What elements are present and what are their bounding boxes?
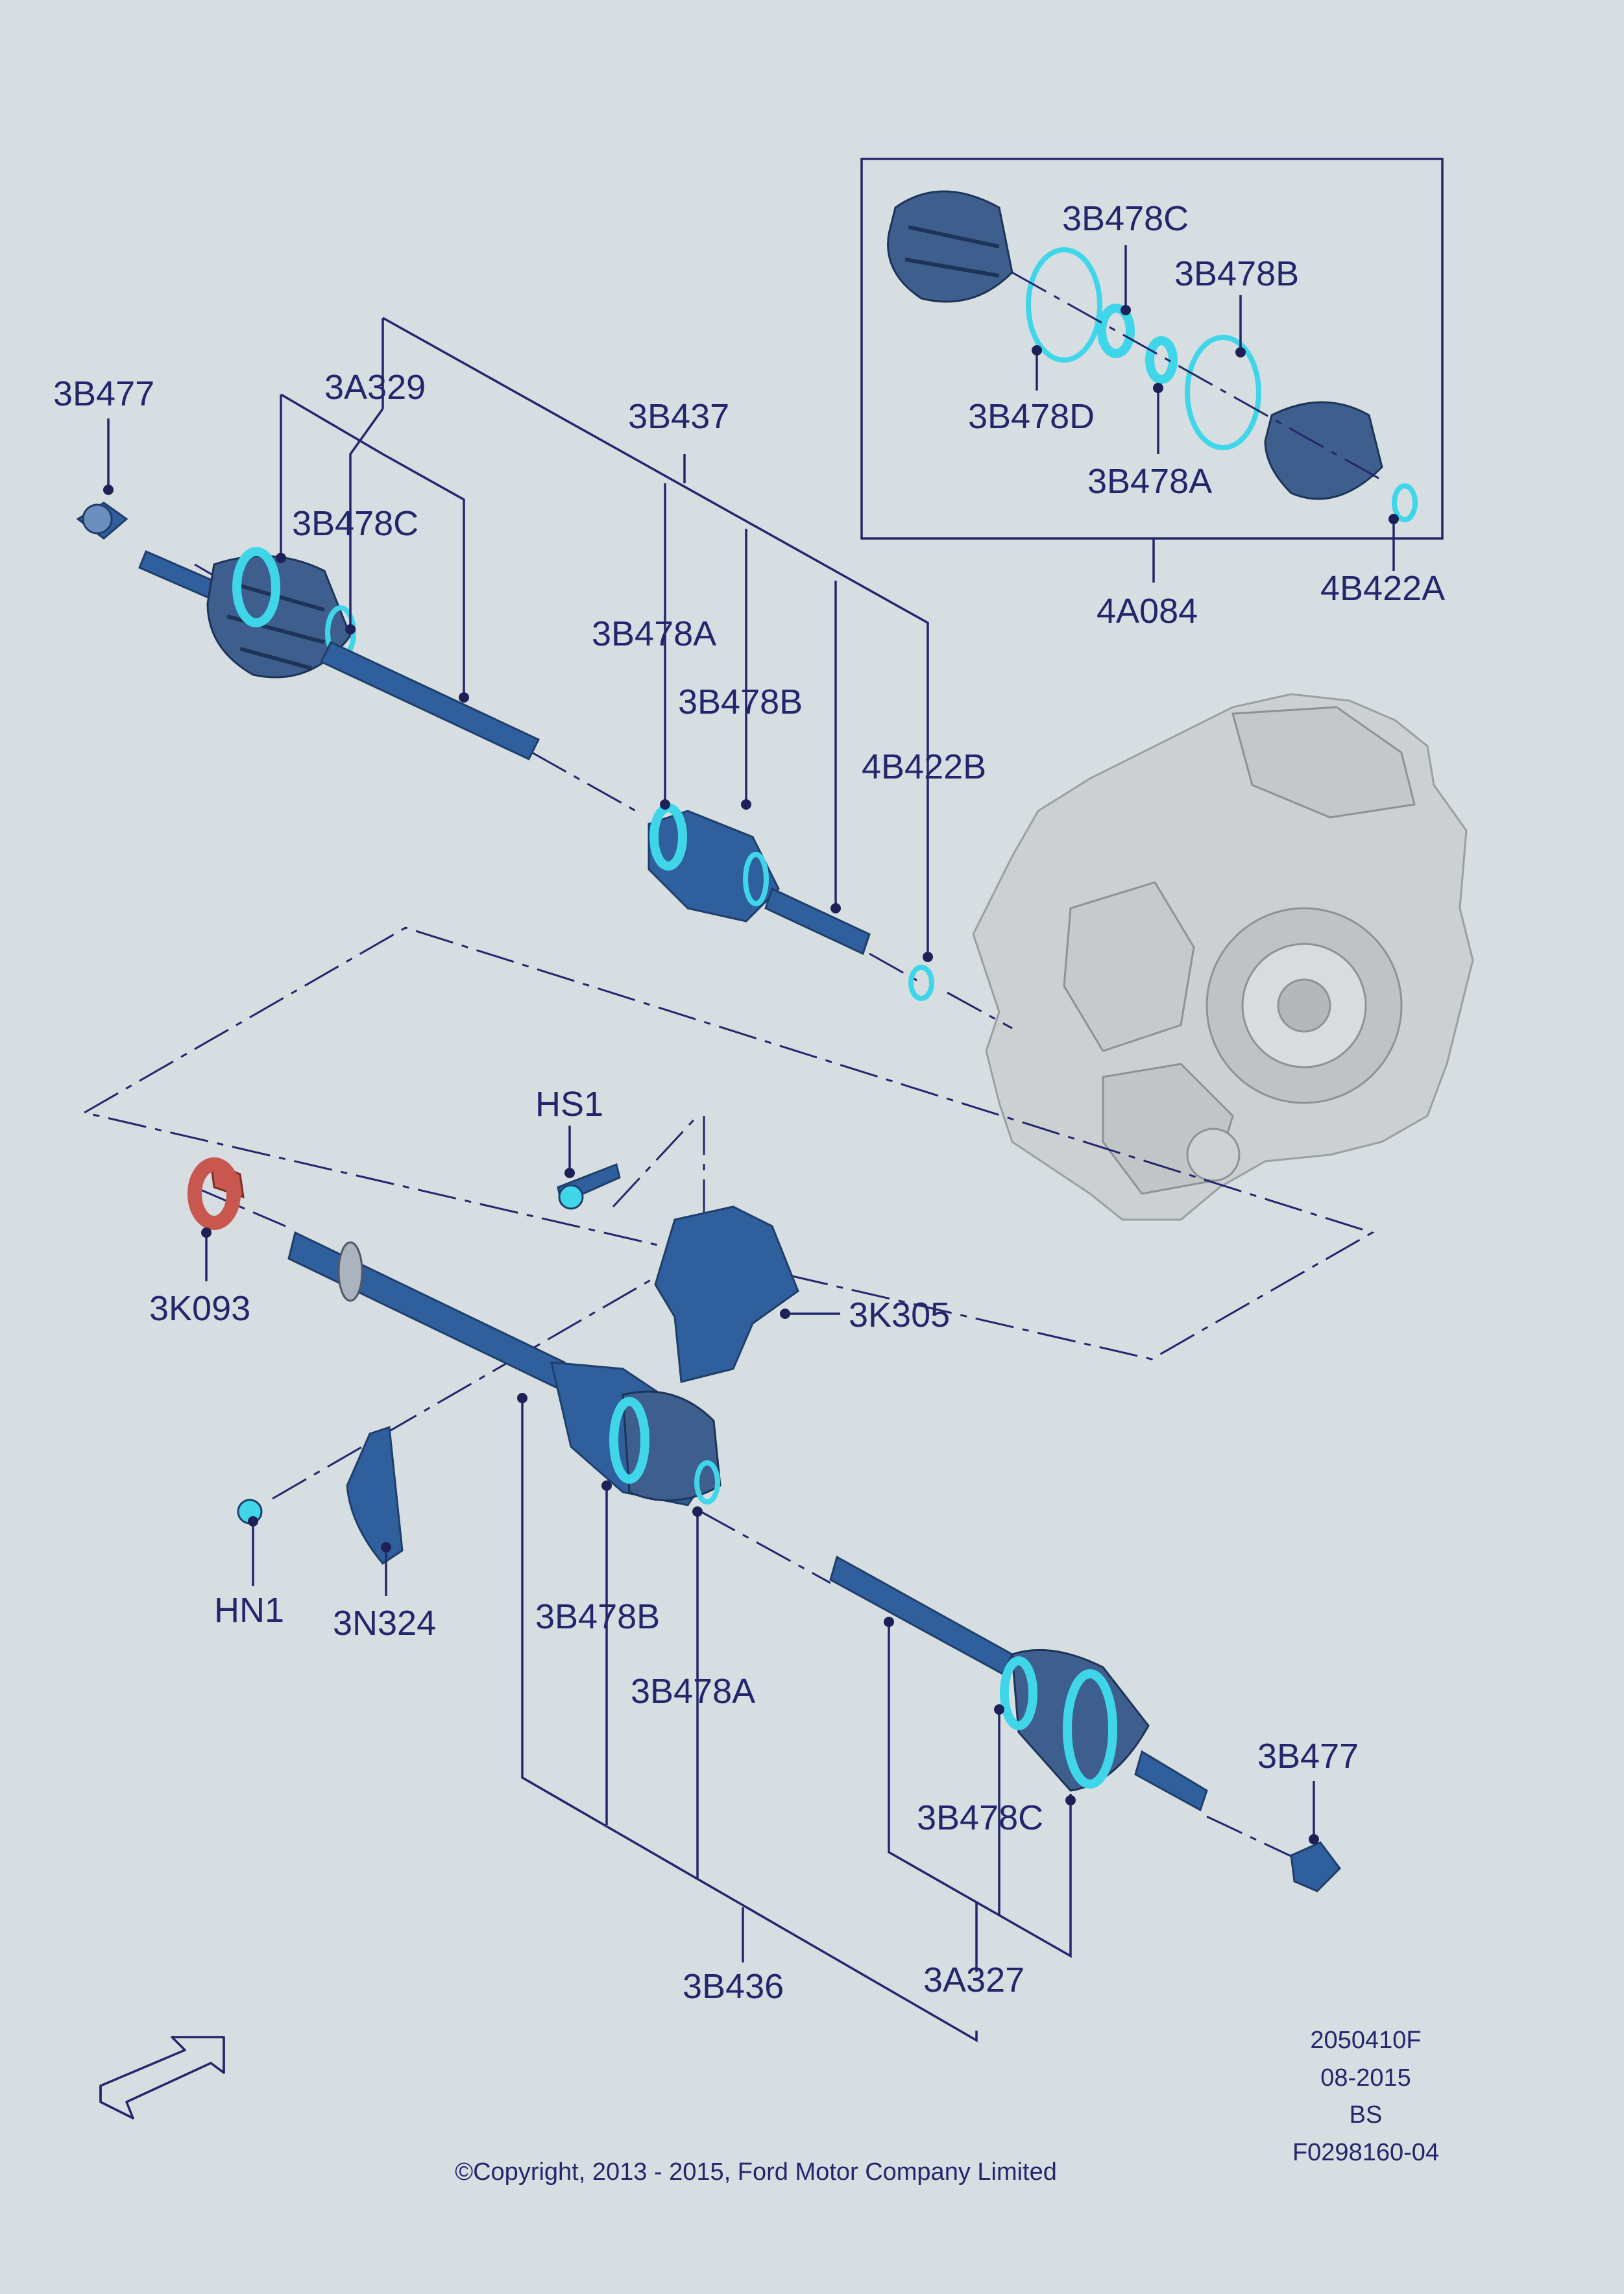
part-number-labels: 3B477 3A329 3B437 3B478C 3B478A 3B478B 4… bbox=[53, 199, 1445, 2006]
meta-code: 2050410F bbox=[1310, 2027, 1421, 2054]
label-3B437: 3B437 bbox=[628, 397, 729, 436]
boot-kit-inset bbox=[860, 158, 1444, 540]
direction-arrow-icon bbox=[99, 2036, 225, 2119]
transmission-housing bbox=[972, 693, 1474, 1221]
label-3A329: 3A329 bbox=[324, 368, 426, 407]
label-4B422A: 4B422A bbox=[1320, 569, 1445, 608]
label-4B422B: 4B422B bbox=[862, 747, 986, 786]
label-3B478B-lower: 3B478B bbox=[535, 1597, 660, 1636]
meta-date: 08-2015 bbox=[1320, 2064, 1411, 2092]
label-3B478C-inset: 3B478C bbox=[1062, 199, 1189, 238]
circlip-4B422B bbox=[908, 965, 934, 1001]
label-3K093: 3K093 bbox=[149, 1289, 250, 1328]
upper-driveshaft bbox=[76, 501, 934, 1001]
lower-driveshaft bbox=[188, 1157, 1341, 1892]
callout-lines bbox=[103, 245, 1399, 2043]
label-3B436: 3B436 bbox=[683, 1967, 784, 2006]
label-3B478A-inset: 3B478A bbox=[1087, 462, 1212, 501]
meta-figure: F0298160-04 bbox=[1292, 2139, 1439, 2166]
label-HN1: HN1 bbox=[214, 1591, 284, 1630]
label-3B478A-upper: 3B478A bbox=[592, 614, 716, 653]
meta-region: BS bbox=[1350, 2101, 1383, 2129]
label-3A327: 3A327 bbox=[923, 1961, 1024, 1999]
label-4A084: 4A084 bbox=[1097, 592, 1198, 631]
hub-nut-bottom bbox=[1290, 1841, 1341, 1892]
label-3B478C-lower: 3B478C bbox=[917, 1798, 1043, 1837]
label-3B477-bottom: 3B477 bbox=[1257, 1737, 1359, 1776]
bearing-cap-3N324 bbox=[346, 1425, 404, 1565]
figure-meta: 2050410F 08-2015 BS F0298160-04 bbox=[1292, 2027, 1439, 2166]
label-HS1: HS1 bbox=[535, 1085, 603, 1124]
bearing-bracket-3K305 bbox=[654, 1205, 799, 1383]
label-3K305: 3K305 bbox=[849, 1296, 950, 1334]
label-3B478B-upper: 3B478B bbox=[678, 682, 803, 721]
label-3B478D-inset: 3B478D bbox=[968, 397, 1095, 436]
label-3B477-top: 3B477 bbox=[53, 374, 154, 413]
label-3N324: 3N324 bbox=[333, 1604, 436, 1643]
label-3B478B-inset: 3B478B bbox=[1174, 254, 1299, 293]
copyright-text: ©Copyright, 2013 - 2015, Ford Motor Comp… bbox=[455, 2158, 1057, 2186]
label-3B478A-lower: 3B478A bbox=[631, 1672, 755, 1711]
label-3B478C-upper: 3B478C bbox=[292, 504, 418, 543]
